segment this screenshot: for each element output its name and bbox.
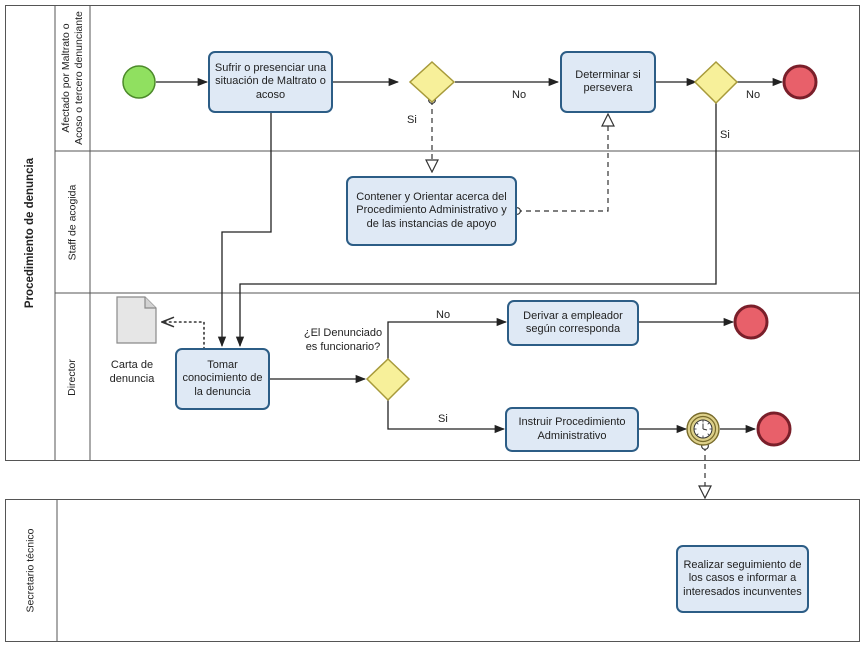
gateway-question-label: ¿El Denunciado es funcionario? [303,327,383,353]
task-instruir[interactable]: Instruir Procedimiento Administrativo [505,407,639,452]
flow-label-g1-yes: Si [407,114,417,126]
flow-gateway3-derivar [387,317,508,360]
end-event [733,304,769,340]
data-object-label: Carta de denuncia [109,359,155,385]
flow-gateway3-instruir [387,400,506,434]
task-sufrir[interactable]: Sufrir o presenciar una situación de Mal… [208,51,333,113]
gateway-exclusive [693,60,739,105]
task-realizar[interactable]: Realizar seguimiento de los casos e info… [676,545,809,613]
flow-label-g2-yes: Si [720,129,730,141]
flow-label-g2-no: No [746,89,761,101]
task-determinar[interactable]: Determinar si persevera [560,51,656,113]
start-event [122,65,156,99]
end-event [782,64,818,100]
task-derivar[interactable]: Derivar a empleador según corresponda [507,300,639,346]
flow-gateway2-tomar [235,103,717,348]
message-contener-determinar [517,114,608,211]
gateway-exclusive [365,357,411,402]
data-object-carta [116,296,157,344]
task-tomar[interactable]: Tomar conocimiento de la denuncia [175,348,270,410]
flow-label-g3-no: No [436,309,451,321]
flow-label-g3-yes: Si [438,413,448,425]
flow-sufrir-tomar [217,113,272,348]
task-contener[interactable]: Contener y Orientar acerca del Procedimi… [346,176,517,246]
association-data-object [162,322,205,350]
end-event [756,411,792,447]
gateway-exclusive [408,60,456,104]
flow-label-g1-no: No [512,89,527,101]
timer-event [686,412,720,446]
